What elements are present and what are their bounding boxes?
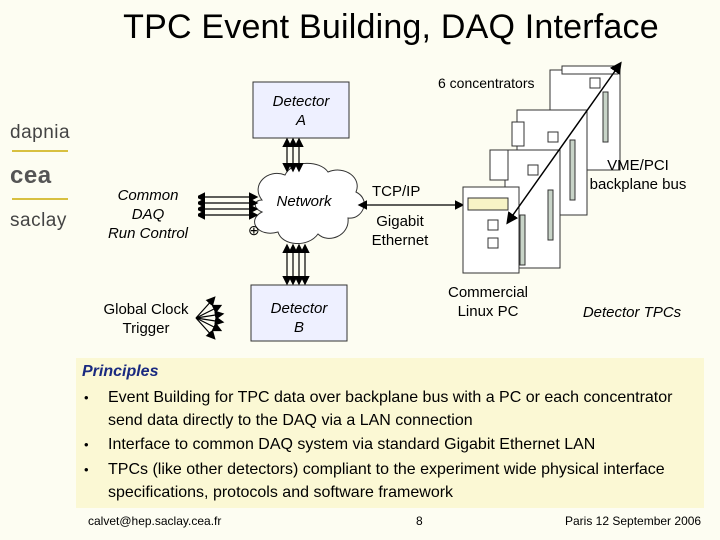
vme-pci-label: VME/PCI backplane bus <box>589 157 687 193</box>
global-clock-label: Global Clock Trigger <box>103 301 189 337</box>
slide-title: TPC Event Building, DAQ Interface <box>123 8 659 46</box>
bullet-icon: • <box>84 437 89 452</box>
common-daq-area <box>98 178 198 238</box>
detector-b-label: Detector B <box>270 300 328 336</box>
tcpip-label: TCP/IP <box>372 183 421 200</box>
footer-date: Paris 12 September 2006 <box>565 514 702 528</box>
principle-item: • Interface to common DAQ system via sta… <box>84 433 694 456</box>
logo-divider <box>12 150 68 152</box>
linux-pc-label: Commercial Linux PC <box>447 284 528 320</box>
concentrators-label: 6 concentrators <box>438 74 535 93</box>
principle-item: • Event Building for TPC data over backp… <box>84 386 694 432</box>
network-label: Network <box>276 193 332 210</box>
detector-b-box <box>250 284 348 342</box>
footer-email: calvet@hep.saclay.cea.fr <box>88 514 222 528</box>
bullet-icon: • <box>84 390 89 405</box>
principle-text: Event Building for TPC data over backpla… <box>108 389 673 429</box>
gigabit-label: Gigabit Ethernet <box>371 213 429 249</box>
detector-a-label: Detector A <box>272 93 330 129</box>
footer-page-number: 8 <box>416 514 423 528</box>
principles-panel <box>76 358 704 508</box>
logo-divider <box>12 198 68 200</box>
saclay-logo: saclay <box>10 210 67 231</box>
detector-tpcs-label: Detector TPCs <box>582 304 682 321</box>
detector-a-box <box>252 81 350 139</box>
principle-text: TPCs (like other detectors) compliant to… <box>108 461 665 501</box>
principle-item: • TPCs (like other detectors) compliant … <box>84 458 694 504</box>
bullet-icon: • <box>84 462 89 477</box>
dapnia-logo: dapnia <box>10 122 71 143</box>
principles-heading: Principles <box>82 363 159 380</box>
principle-text: Interface to common DAQ system via stand… <box>108 436 596 453</box>
common-daq-label: Common DAQ Run Control <box>107 187 189 242</box>
network-plug-icon: ⊕ <box>248 222 260 238</box>
cea-logo: cea <box>10 162 52 189</box>
daq-diagram <box>98 61 622 342</box>
